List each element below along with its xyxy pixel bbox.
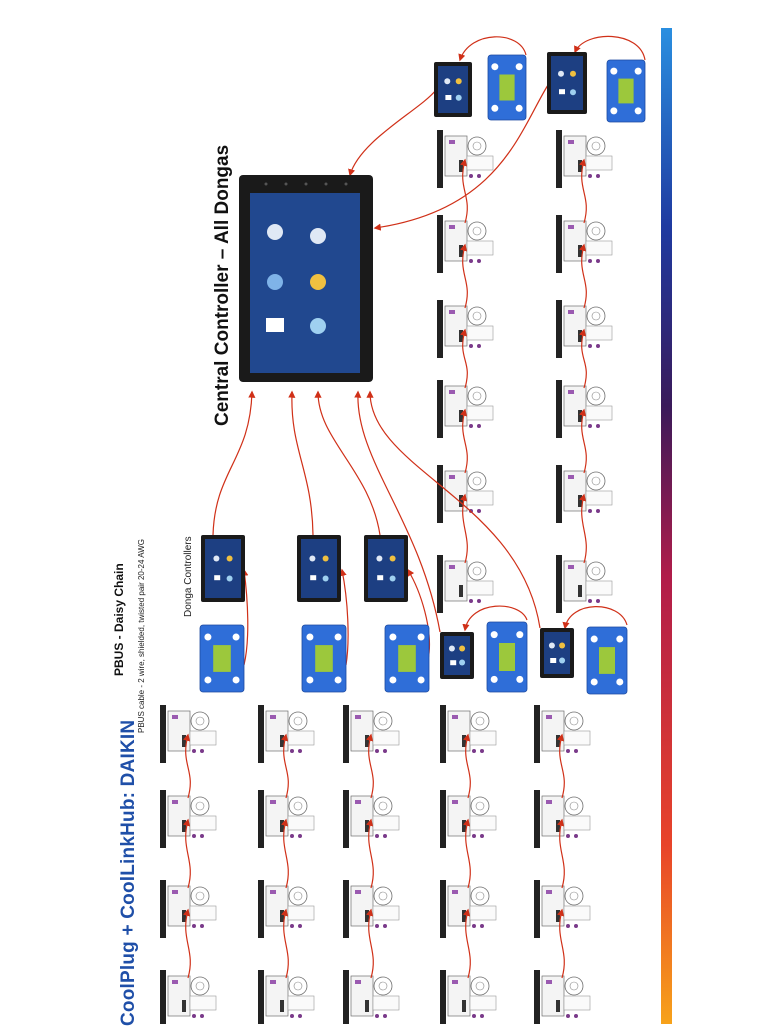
thermostat-icon (591, 311, 601, 321)
air-handler-unit-icon (556, 300, 613, 358)
thermostat-panel-icon (487, 54, 527, 121)
thermostat-icon (591, 141, 601, 151)
donga-controllers-label: Donga Controllers (183, 536, 194, 617)
thermostat-icon (591, 226, 601, 236)
thermostat-icon (475, 981, 485, 991)
thermostat-icon (195, 981, 205, 991)
thermostat-icon (378, 891, 388, 901)
donga-controller-icon (540, 628, 574, 678)
pbus-spec: PBUS cable - 2 wire, shielded, twisted p… (137, 538, 146, 733)
air-handler-unit-icon (343, 970, 400, 1024)
donga-controller-icon (201, 535, 245, 602)
air-handler-unit-icon (343, 705, 400, 763)
thermostat-icon (472, 311, 482, 321)
thermostat-icon (475, 891, 485, 901)
thermostat-panel-icon (606, 59, 646, 123)
thermostat-icon (569, 981, 579, 991)
central-controller-label: Central Controller – All Dongas (212, 144, 233, 426)
donga-controller-icon (547, 52, 587, 114)
thermostat-panel-icon (301, 624, 347, 693)
air-handler-unit-icon (258, 970, 315, 1024)
thermostat-icon (591, 476, 601, 486)
air-handler-unit-icon (556, 465, 613, 523)
thermostat-icon (475, 716, 485, 726)
air-handler-unit-icon (160, 880, 217, 938)
thermostat-icon (569, 891, 579, 901)
air-handler-unit-icon (437, 465, 494, 523)
thermostat-panel-icon (486, 621, 528, 693)
thermostat-icon (472, 476, 482, 486)
thermostat-icon (378, 981, 388, 991)
donga-controller-icon (297, 535, 341, 602)
donga-controller-icon (434, 62, 472, 117)
air-handler-unit-icon (437, 300, 494, 358)
air-handler-unit-icon (437, 130, 494, 188)
air-handler-unit-icon (343, 790, 400, 848)
thermostat-icon (293, 981, 303, 991)
air-handler-unit-icon (437, 555, 494, 613)
air-handler-unit-icon (440, 880, 497, 938)
thermostat-icon (475, 801, 485, 811)
air-handler-unit-icon (534, 705, 591, 763)
thermostat-icon (195, 801, 205, 811)
thermostat-icon (195, 891, 205, 901)
thermostat-icon (472, 141, 482, 151)
devices-group (199, 52, 646, 695)
air-handler-unit-icon (534, 790, 591, 848)
air-handler-unit-icon (556, 130, 613, 188)
thermostat-panel-icon (199, 624, 245, 693)
thermostat-icon (569, 801, 579, 811)
page-title: CoolPlug + CoolLinkHub: DAIKIN (118, 719, 139, 1026)
thermostat-icon (378, 716, 388, 726)
air-handler-unit-icon (440, 970, 497, 1024)
thermostat-icon (591, 391, 601, 401)
thermostat-icon (195, 716, 205, 726)
thermostat-icon (591, 566, 601, 576)
air-handler-unit-icon (556, 555, 613, 613)
air-handler-unit-icon (556, 380, 613, 438)
pbus-heading: PBUS - Daisy Chain (112, 563, 126, 676)
thermostat-icon (472, 391, 482, 401)
donga-controller-icon (440, 632, 474, 679)
air-handler-unit-icon (160, 970, 217, 1024)
thermostat-icon (472, 226, 482, 236)
thermostat-icon (378, 801, 388, 811)
air-handler-unit-icon (534, 970, 591, 1024)
thermostat-panel-icon (384, 624, 430, 693)
gradient-bar-icon (661, 28, 672, 1024)
donga-controller-icon (364, 535, 408, 602)
air-handler-unit-icon (343, 880, 400, 938)
central-controller-icon (239, 175, 373, 382)
air-handler-unit-icon (160, 790, 217, 848)
wires-group (183, 35, 646, 979)
air-handler-unit-icon (534, 880, 591, 938)
air-handler-unit-icon (437, 215, 494, 273)
air-handler-unit-icon (440, 705, 497, 763)
air-handler-unit-icon (258, 705, 315, 763)
thermostat-icon (293, 801, 303, 811)
thermostat-icon (293, 891, 303, 901)
air-handler-unit-icon (437, 380, 494, 438)
thermostat-icon (569, 716, 579, 726)
thermostat-panel-icon (586, 626, 628, 695)
air-handler-unit-icon (556, 215, 613, 273)
air-handler-unit-icon (440, 790, 497, 848)
air-handler-unit-icon (258, 880, 315, 938)
thermostat-icon (472, 566, 482, 576)
air-handler-unit-icon (160, 705, 217, 763)
air-handler-unit-icon (258, 790, 315, 848)
thermostat-icon (293, 716, 303, 726)
